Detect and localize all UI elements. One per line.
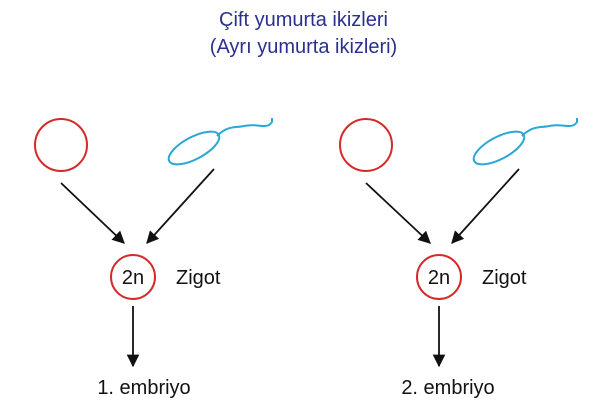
- zygote-right: [416, 254, 462, 300]
- zygote-ploidy-right: 2n: [428, 267, 450, 289]
- right-fertilization: 2n Zigot 2. embriyo: [339, 118, 578, 399]
- diagram-subtitle: (Ayrı yumurta ikizleri): [209, 36, 398, 58]
- arrow-egg-to-zygote-left: [60, 182, 125, 244]
- zygote-ploidy-left: 2n: [122, 267, 144, 289]
- sperm-cell-right: [472, 118, 578, 166]
- left-fertilization: 2n Zigot 1. embriyo: [34, 118, 273, 399]
- sperm-cell-left: [167, 118, 273, 166]
- arrow-sperm-to-zygote-right: [451, 168, 520, 244]
- embryo-label-right: 2. embriyo: [401, 377, 494, 399]
- zygote-name-left: Zigot: [176, 267, 221, 289]
- egg-cell-left: [34, 118, 88, 172]
- diagram-title: Çift yumurta ikizleri: [219, 9, 388, 31]
- egg-cell-right: [339, 118, 393, 172]
- zygote-name-right: Zigot: [482, 267, 527, 289]
- zygote-left: [110, 254, 156, 300]
- arrow-egg-to-zygote-right: [365, 182, 431, 244]
- arrow-sperm-to-zygote-left: [146, 168, 215, 244]
- embryo-label-left: 1. embriyo: [97, 377, 190, 399]
